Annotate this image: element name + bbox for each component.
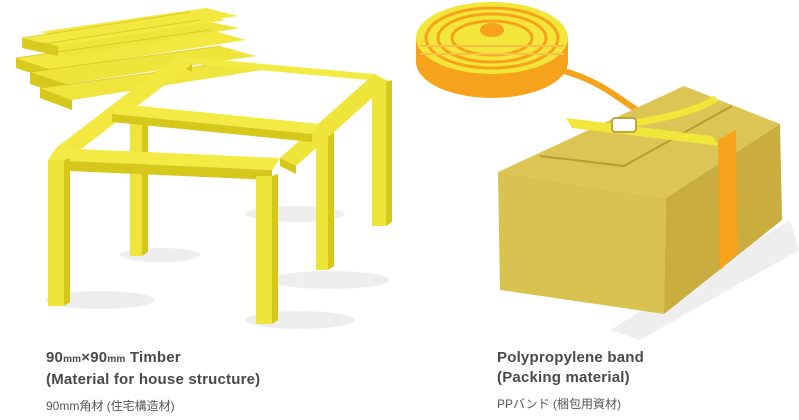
timber-frame bbox=[48, 56, 392, 324]
cardboard-box bbox=[498, 86, 782, 314]
timber-title-word: Timber bbox=[125, 349, 181, 366]
timber-title-times: × bbox=[81, 349, 91, 366]
pp-band-subtitle: PPバンド (梱包用資材) bbox=[497, 397, 621, 411]
timber-title-unit1: mm bbox=[63, 354, 82, 365]
timber-caption: 90mm×90mm Timber (Material for house str… bbox=[46, 348, 260, 414]
illustration bbox=[15, 2, 799, 340]
pp-band-title-line1: Polypropylene band bbox=[497, 349, 644, 366]
pp-band-illustration bbox=[416, 2, 799, 340]
timber-title-num1: 90 bbox=[46, 349, 64, 366]
pp-band-caption: Polypropylene band (Packing material) PP… bbox=[497, 348, 644, 412]
timber-illustration bbox=[15, 8, 392, 329]
timber-title-line2: (Material for house structure) bbox=[46, 371, 261, 388]
timber-title-num2: 90 bbox=[90, 349, 108, 366]
timber-subtitle: 90mm角材 (住宅構造材) bbox=[46, 399, 175, 413]
timber-shadows bbox=[45, 206, 390, 329]
pp-band-title-line2: (Packing material) bbox=[497, 369, 630, 386]
timber-title-line1: 90mm×90mm Timber bbox=[46, 348, 260, 370]
pp-band-title: Polypropylene band (Packing material) bbox=[497, 348, 644, 388]
timber-title-unit2: mm bbox=[107, 354, 126, 365]
pp-band-roll bbox=[416, 2, 642, 115]
timber-title: 90mm×90mm Timber (Material for house str… bbox=[46, 348, 260, 390]
